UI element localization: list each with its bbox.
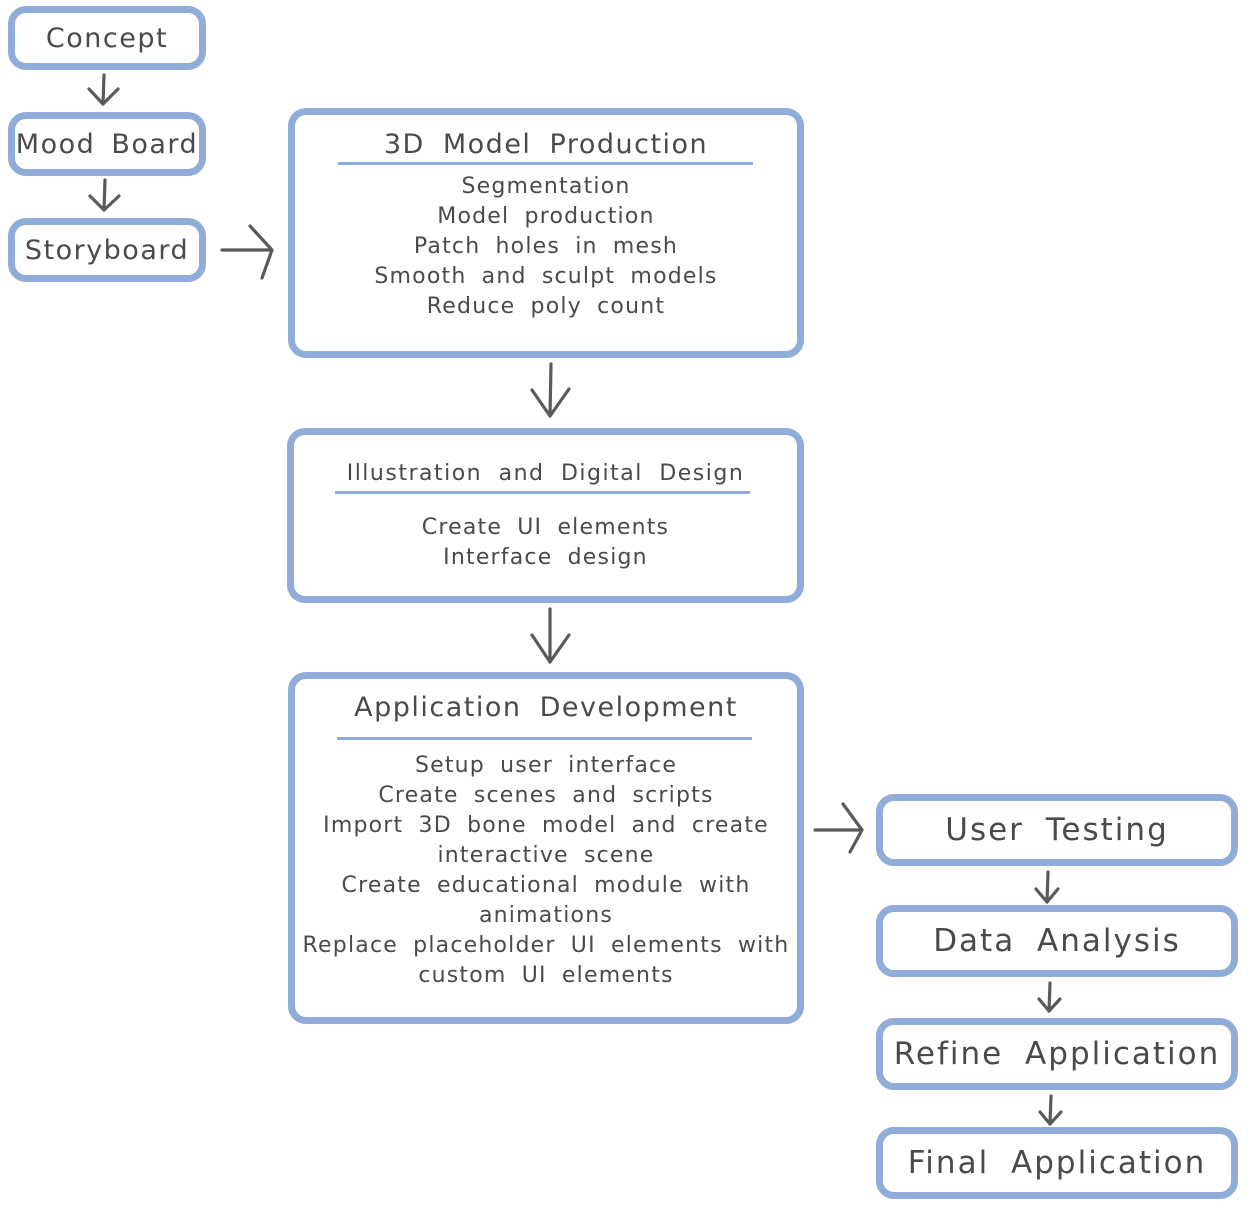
- mood-board-label: Mood Board: [15, 128, 199, 160]
- stage-design-title: Illustration and Digital Design: [346, 461, 745, 486]
- stage-dev-item: Replace placeholder UI elements with: [302, 933, 790, 958]
- stage-3d-item: Segmentation: [461, 174, 631, 199]
- data-analysis-label: Data Analysis: [933, 923, 1181, 959]
- arrow-concept-to-mood-board: [87, 73, 120, 106]
- stage-dev-items: Setup user interface Create scenes and s…: [295, 751, 797, 991]
- stage-dev-item: Setup user interface: [414, 753, 678, 778]
- arrow-design-to-dev: [530, 607, 571, 664]
- stage-dev-item: Import 3D bone model and create: [323, 813, 769, 838]
- stage-3d-item: Model production: [437, 204, 655, 229]
- arrow-refine-to-final: [1038, 1094, 1063, 1126]
- arrow-dev-to-user-testing: [813, 802, 864, 854]
- stage-3d-item: Patch holes in mesh: [413, 234, 679, 259]
- arrow-mood-board-to-storyboard: [88, 178, 121, 212]
- stage-design-items: Create UI elements Interface design: [294, 513, 797, 573]
- stage-3d-items: Segmentation Model production Patch hole…: [295, 172, 797, 322]
- refine-application-label: Refine Application: [893, 1036, 1221, 1072]
- storyboard-label: Storyboard: [24, 234, 190, 266]
- mood-board-box: Mood Board: [8, 112, 206, 176]
- stage-dev-item: animations: [478, 903, 614, 928]
- stage-dev-item: Create scenes and scripts: [378, 783, 714, 808]
- stage-design-divider: [335, 491, 750, 494]
- stage-3d-model-production: 3D Model Production Segmentation Model p…: [288, 108, 804, 358]
- stage-3d-item: Reduce poly count: [426, 294, 666, 319]
- stage-design-item: Interface design: [443, 545, 648, 570]
- data-analysis-box: Data Analysis: [876, 905, 1238, 977]
- final-application-label: Final Application: [907, 1145, 1207, 1181]
- user-testing-box: User Testing: [876, 794, 1238, 866]
- concept-label: Concept: [45, 22, 169, 54]
- stage-dev-item: custom UI elements: [418, 963, 674, 988]
- stage-design-item: Create UI elements: [421, 515, 670, 540]
- stage-3d-item: Smooth and sculpt models: [374, 264, 718, 289]
- user-testing-label: User Testing: [945, 812, 1169, 848]
- stage-3d-divider: [338, 162, 753, 165]
- arrow-data-analysis-to-refine: [1037, 981, 1062, 1013]
- storyboard-box: Storyboard: [8, 218, 206, 282]
- stage-dev-title: Application Development: [354, 692, 738, 723]
- stage-dev-divider: [337, 737, 752, 740]
- concept-box: Concept: [8, 6, 206, 70]
- stage-application-development: Application Development Setup user inter…: [288, 672, 804, 1024]
- stage-dev-item: interactive scene: [437, 843, 655, 868]
- arrow-storyboard-to-3d: [220, 224, 274, 280]
- arrow-3d-to-design: [530, 362, 571, 418]
- stage-dev-item: Create educational module with: [341, 873, 751, 898]
- arrow-user-testing-to-data-analysis: [1034, 870, 1060, 904]
- final-application-box: Final Application: [876, 1127, 1238, 1199]
- refine-application-box: Refine Application: [876, 1018, 1238, 1090]
- stage-illustration-design: Illustration and Digital Design Create U…: [287, 428, 804, 603]
- stage-3d-title: 3D Model Production: [383, 129, 709, 160]
